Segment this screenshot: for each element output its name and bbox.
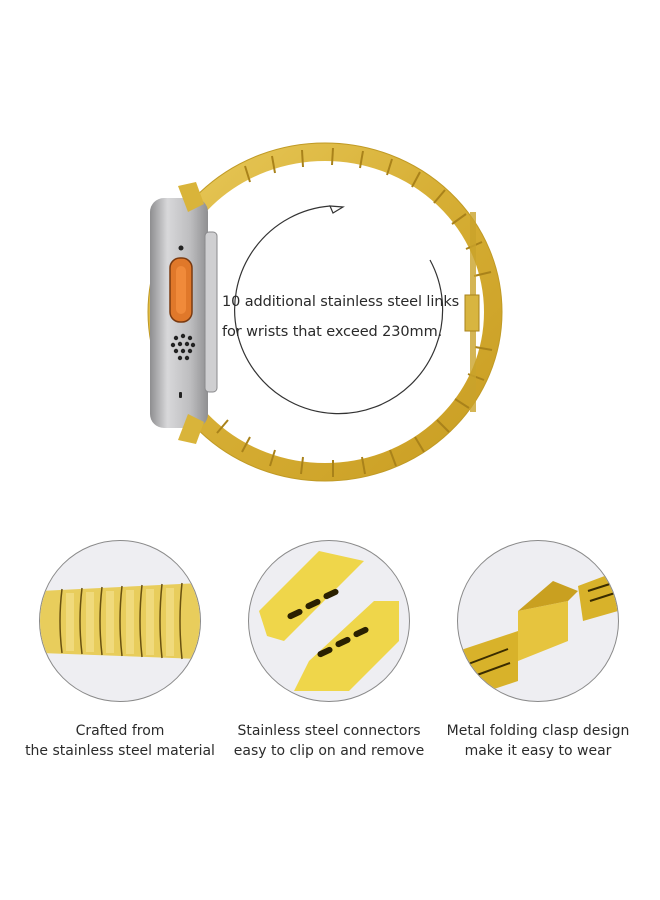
feature-caption: Metal folding clasp design make it easy … — [446, 723, 630, 759]
link-band-closeup-icon — [39, 540, 201, 702]
hero-product-illustration: 10 additional stainless steel links for … — [147, 142, 503, 482]
feature-clasp: Metal folding clasp design make it easy … — [438, 540, 638, 761]
clasp-closeup-icon — [457, 540, 619, 702]
feature-caption: Crafted from the stainless steel materia… — [25, 723, 215, 759]
callout-line-1: 10 additional stainless steel links — [222, 294, 460, 310]
curved-arrow-icon — [329, 205, 345, 214]
callout-line-2: for wrists that exceed 230mm. — [222, 324, 443, 340]
connector-closeup-icon — [248, 540, 410, 702]
watch-band-ring-icon — [147, 142, 503, 482]
feature-caption: Stainless steel connectors easy to clip … — [233, 723, 425, 759]
feature-connectors: Stainless steel connectors easy to clip … — [229, 540, 429, 761]
callout-text: 10 additional stainless steel links for … — [222, 287, 472, 347]
feature-material: Crafted from the stainless steel materia… — [20, 540, 220, 761]
